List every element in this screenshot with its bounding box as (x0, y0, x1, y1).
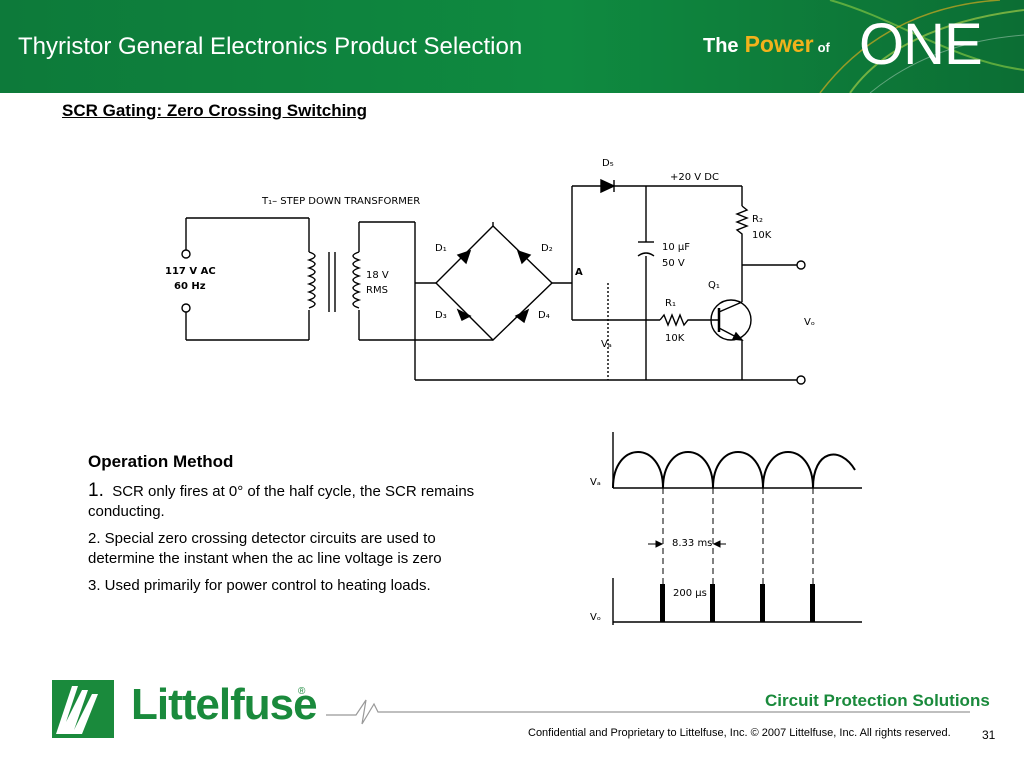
d4-label: D₄ (538, 310, 550, 321)
capacitor-value-label: 10 μF (662, 242, 690, 253)
d2-label: D₂ (541, 243, 553, 254)
output-terminals (796, 260, 806, 385)
period-label: 8.33 ms (672, 538, 712, 549)
va-circuit-label: Vₐ (601, 339, 612, 350)
confidentiality-notice: Confidential and Proprietary to Littelfu… (528, 727, 951, 739)
supply-label: +20 V DC (670, 172, 719, 183)
period-dimension (648, 540, 726, 548)
node-a-label: A (575, 267, 583, 278)
transformer-label: T₁– STEP DOWN TRANSFORMER (261, 196, 420, 207)
capacitor-c1 (637, 241, 655, 257)
footer-divider-line (326, 699, 970, 725)
page-number: 31 (982, 728, 996, 742)
d1-label: D₁ (435, 243, 447, 254)
tagline-power: Power (744, 31, 814, 57)
operation-item-1: 1. SCR only fires at 0° of the half cycl… (88, 481, 478, 522)
supply-wiring (415, 185, 798, 381)
d5-label: D₅ (602, 158, 614, 169)
transformer-t1 (306, 221, 416, 380)
input-voltage-label: 117 V AC (165, 266, 216, 277)
circuit-protection-tagline: Circuit Protection Solutions (765, 691, 990, 710)
header-swoosh-graphic (819, 0, 1024, 93)
zero-crossing-markers (662, 488, 814, 586)
slide-subtitle: SCR Gating: Zero Crossing Switching (62, 101, 368, 120)
d3-label: D₃ (435, 310, 447, 321)
slide-header: Thyristor General Electronics Product Se… (0, 0, 1024, 93)
diode-d5 (600, 178, 616, 194)
bridge-rectifier (415, 222, 572, 341)
tagline-one: ONE (859, 12, 983, 77)
diode-d3 (456, 308, 472, 321)
operation-item-1-number: 1. (88, 480, 104, 501)
littelfuse-logo-mark (52, 680, 114, 738)
q1-label: Q₁ (708, 280, 720, 291)
resistor-r2 (735, 205, 749, 242)
operation-heading: Operation Method (88, 452, 234, 471)
littelfuse-mark-icon (56, 686, 98, 734)
operation-method-section: Operation Method 1. SCR only fires at 0°… (88, 452, 478, 603)
va-waveform-label: Vₐ (590, 477, 601, 488)
transistor-q1 (698, 299, 752, 341)
littelfuse-logo-text: Littelfuse (131, 680, 318, 729)
diode-d1 (456, 249, 472, 265)
diode-d2 (516, 249, 532, 265)
vo-waveform-label: Vₒ (590, 612, 601, 623)
capacitor-voltage-label: 50 V (662, 258, 685, 269)
pulse-width-label: 200 μs (673, 588, 707, 599)
ac-input-wiring (181, 217, 310, 341)
vo-circuit-label: Vₒ (804, 317, 815, 328)
resistor-r1 (659, 313, 698, 327)
tagline-of: of (817, 40, 830, 55)
slide-title: Thyristor General Electronics Product Se… (18, 33, 523, 60)
operation-item-1-text: SCR only fires at 0° of the half cycle, … (88, 483, 475, 520)
operation-item-2: 2. Special zero crossing detector circui… (88, 530, 442, 567)
r2-value-label: 10K (752, 230, 772, 241)
operation-item-3: 3. Used primarily for power control to h… (88, 577, 431, 594)
tagline-the: The (703, 35, 739, 57)
r1-value-label: 10K (665, 333, 685, 344)
secondary-rms-label: RMS (366, 285, 388, 296)
secondary-voltage-label: 18 V (366, 270, 389, 281)
input-frequency-label: 60 Hz (174, 281, 206, 292)
va-waveform (612, 432, 862, 489)
vo-waveform (612, 578, 862, 625)
r2-label: R₂ (752, 214, 763, 225)
registered-mark: ® (298, 686, 306, 697)
diode-d4 (514, 308, 530, 324)
r1-label: R₁ (665, 298, 676, 309)
